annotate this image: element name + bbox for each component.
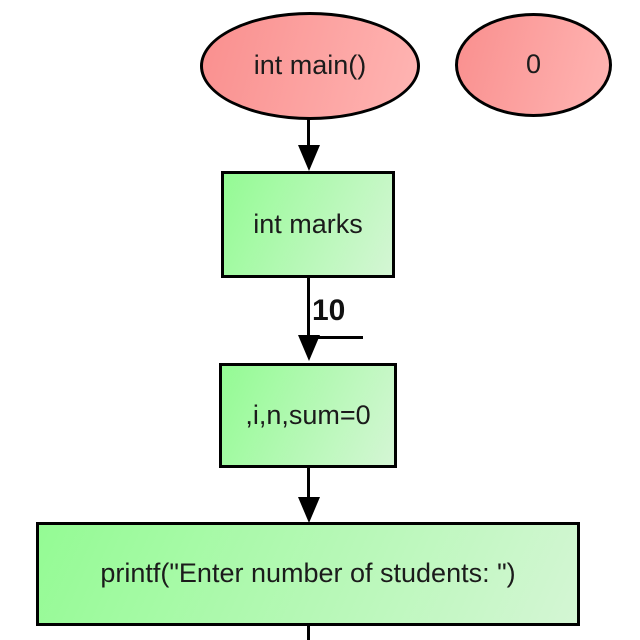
edge-label-10: 10 [312,294,346,327]
edge-start-to-marks-line [307,118,310,147]
node-vars-label: ,i,n,sum=0 [245,399,371,430]
node-declare-marks: int marks [221,171,395,278]
arrowhead-down-icon [298,145,320,171]
node-constant-zero: 0 [455,13,612,117]
node-marks-label: int marks [253,208,363,239]
edge-vars-to-printf-line [307,467,310,499]
node-printf-label: printf("Enter number of students: ") [100,558,516,589]
node-printf-students: printf("Enter number of students: ") [36,522,580,626]
edge-printf-to-next-line [307,625,310,640]
arrowhead-down-icon [298,497,320,523]
edge-marks-to-vars-line [307,277,310,335]
node-start-int-main: int main() [200,12,420,120]
node-zero-label: 0 [525,49,542,80]
arrowhead-down-icon [298,335,320,361]
node-declare-vars: ,i,n,sum=0 [219,363,397,468]
edge-label-underline [309,336,363,339]
node-start-label: int main() [253,50,367,81]
